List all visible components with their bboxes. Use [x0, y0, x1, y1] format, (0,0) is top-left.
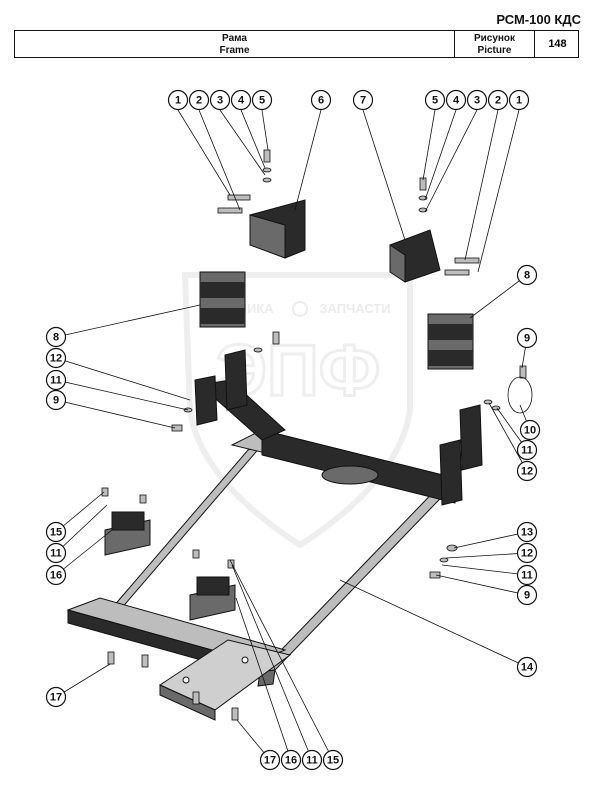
callout-label: 4 — [238, 95, 245, 107]
callout-label: 8 — [53, 332, 59, 344]
callout-3: 3 — [466, 89, 488, 111]
callout-label: 1 — [175, 95, 181, 107]
callout-label: 12 — [521, 466, 533, 478]
callout-label: 3 — [217, 95, 223, 107]
callout-label: 4 — [453, 95, 460, 107]
callout-label: 9 — [524, 590, 530, 602]
callout-label: 11 — [50, 548, 62, 560]
callout-label: 17 — [50, 692, 62, 704]
callout-4: 4 — [230, 89, 252, 111]
callout-label: 8 — [524, 270, 530, 282]
callout-6: 6 — [310, 89, 332, 111]
callout-label: 10 — [524, 425, 536, 437]
picture-number-cell: 148 — [535, 31, 580, 57]
watermark-text-right: ЗАПЧАСТИ — [319, 301, 390, 316]
callout-7: 7 — [352, 89, 374, 111]
title-en: Frame — [219, 45, 250, 56]
callout-label: 14 — [521, 662, 534, 674]
callout-label: 9 — [53, 395, 59, 407]
callout-11: 11 — [301, 749, 323, 771]
callout-label: 5 — [259, 95, 265, 107]
callout-11: 11 — [45, 369, 67, 391]
callout-10: 10 — [519, 419, 541, 441]
callout-label: 6 — [318, 95, 324, 107]
title-block: Рама Frame Рисунок Picture 148 — [14, 30, 579, 58]
picture-label-en: Picture — [477, 45, 512, 56]
callout-8: 8 — [516, 264, 538, 286]
callout-12: 12 — [516, 542, 538, 564]
callout-15: 15 — [322, 749, 344, 771]
callout-17: 17 — [45, 686, 67, 708]
callout-1: 1 — [167, 89, 189, 111]
callout-1: 1 — [508, 89, 530, 111]
callout-label: 12 — [521, 548, 533, 560]
callout-5: 5 — [424, 89, 446, 111]
callout-label: 16 — [50, 570, 62, 582]
callout-label: 13 — [521, 527, 533, 539]
fasteners — [101, 149, 533, 721]
rubber-mount-right — [427, 313, 474, 370]
callout-9: 9 — [516, 327, 538, 349]
callout-17: 17 — [259, 749, 281, 771]
title-ru: Рама — [222, 33, 247, 44]
callout-4: 4 — [445, 89, 467, 111]
picture-label-cell: Рисунок Picture — [455, 31, 535, 57]
callout-15: 15 — [45, 521, 67, 543]
callout-label: 3 — [474, 95, 480, 107]
model-code: РСМ-100 КДС — [496, 12, 581, 27]
callout-label: 11 — [50, 375, 62, 387]
callout-5: 5 — [251, 89, 273, 111]
rear-cross-member — [194, 349, 483, 506]
callout-8: 8 — [45, 326, 67, 348]
callout-label: 12 — [50, 353, 62, 365]
callout-14: 14 — [516, 656, 538, 678]
callout-13: 13 — [516, 521, 538, 543]
callout-12: 12 — [516, 460, 538, 482]
frame-rails — [66, 443, 462, 721]
callout-label: 7 — [360, 95, 366, 107]
callout-label: 5 — [432, 95, 438, 107]
rubber-mount-front-right — [189, 576, 236, 621]
callout-3: 3 — [209, 89, 231, 111]
callout-label: 11 — [521, 445, 533, 457]
callout-11: 11 — [45, 542, 67, 564]
callout-label: 17 — [264, 755, 276, 767]
picture-label-ru: Рисунок — [473, 33, 516, 44]
callout-2: 2 — [188, 89, 210, 111]
picture-number: 148 — [548, 38, 567, 50]
bracket-left — [249, 199, 306, 259]
callout-label: 16 — [285, 755, 297, 767]
callout-16: 16 — [45, 564, 67, 586]
callout-12: 12 — [45, 347, 67, 369]
callout-label: 2 — [196, 95, 202, 107]
callout-2: 2 — [487, 89, 509, 111]
bracket-right — [389, 229, 441, 283]
rubber-mount-left — [199, 271, 246, 328]
callout-label: 11 — [521, 570, 533, 582]
callout-label: 1 — [516, 95, 522, 107]
callout-16: 16 — [280, 749, 302, 771]
callout-label: 2 — [495, 95, 501, 107]
callout-label: 15 — [327, 755, 339, 767]
rubber-mount-front-left — [104, 511, 151, 556]
callout-label: 11 — [306, 755, 318, 767]
callout-9: 9 — [516, 584, 538, 606]
callout-9: 9 — [45, 389, 67, 411]
callout-label: 15 — [50, 527, 62, 539]
callout-label: 9 — [524, 333, 530, 345]
callout-11: 11 — [516, 439, 538, 461]
callout-11: 11 — [516, 564, 538, 586]
title-cell: Рама Frame — [15, 31, 455, 57]
